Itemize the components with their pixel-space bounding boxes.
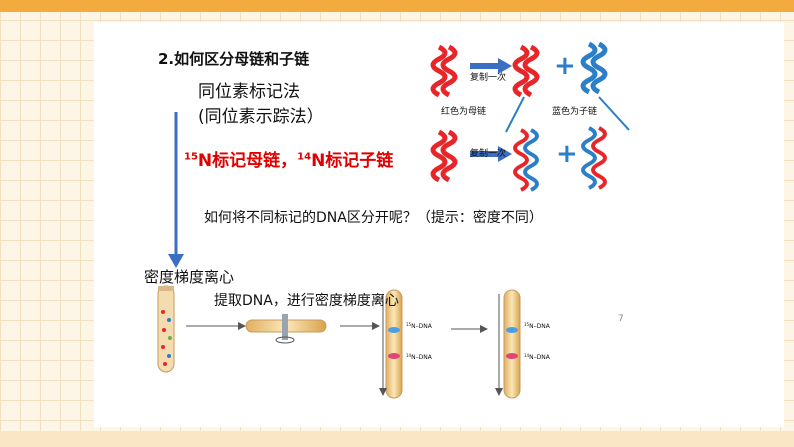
page-number: 7 [618,314,624,324]
isotope-labeling-text: 15N标记母链，14N标记子链 [184,146,393,171]
tube2-heavy-label: 15N–DNA [524,322,551,331]
tube1-light-text: N–DNA [411,354,433,361]
dna-sample-tube [157,285,175,373]
slide-content: 2.如何区分母链和子链 同位素标记法 (同位素示踪法） 15N标记母链，14N标… [94,22,784,427]
tube1-light-label: 14N–DNA [406,353,433,362]
parent-helix-copy-top [512,44,540,98]
tube2-heavy-text: N–DNA [529,323,551,330]
child-isotope-sup: 14 [297,151,312,163]
connector-right [598,96,630,131]
density-question: 如何将不同标记的DNA区分开呢？（提示：密度不同） [204,210,543,226]
tube1-heavy-sup: 15 [406,322,412,327]
gradient-tube-1 [379,289,403,399]
diagram-canvas: + + 复制一次 复制一次 红色为母链 蓝色为子链 [157,41,630,399]
parent-label: N标记母链， [197,151,298,171]
plus-sign-bottom: + [556,139,578,169]
heading-number: 2. [158,50,175,68]
hybrid-helix-2 [581,126,607,190]
replicate-label-bottom: 复制一次 [470,147,506,159]
tube2-light-label: 14N–DNA [524,353,551,362]
method-alt-name: (同位素示踪法） [198,107,324,127]
method-name: 同位素标记法 [198,82,300,102]
centrifuge-rotor [245,314,327,344]
child-label: N标记子链 [311,151,394,171]
parent-isotope-sup: 15 [184,151,198,163]
blue-child-label: 蓝色为子链 [552,105,597,117]
tube1-heavy-label: 15N–DNA [406,322,433,331]
hybrid-helix-1 [513,128,539,192]
parent-helix-bottom [430,129,458,183]
replicate-label-top: 复制一次 [470,71,506,83]
extract-instruction: 提取DNA，进行密度梯度离心 [214,293,399,309]
plus-sign-top: + [554,51,576,81]
tube2-light-text: N–DNA [529,354,551,361]
parent-helix-top [430,44,458,98]
child-helix-top [580,41,608,95]
tube1-heavy-text: N–DNA [411,323,433,330]
connector-left [505,96,525,133]
tube2-light-sup: 14 [524,353,530,358]
bottom-bar [0,431,794,447]
top-accent-bar [0,0,794,12]
tube2-heavy-sup: 15 [524,322,530,327]
red-parent-label: 红色为母链 [441,105,486,117]
gradient-tube-2 [495,289,521,399]
centrifuge-title: 密度梯度离心 [144,268,235,286]
heading-text: 如何区分母链和子链 [174,50,310,68]
section-heading: 2.如何区分母链和子链 [158,48,309,69]
tube1-light-sup: 14 [406,353,412,358]
